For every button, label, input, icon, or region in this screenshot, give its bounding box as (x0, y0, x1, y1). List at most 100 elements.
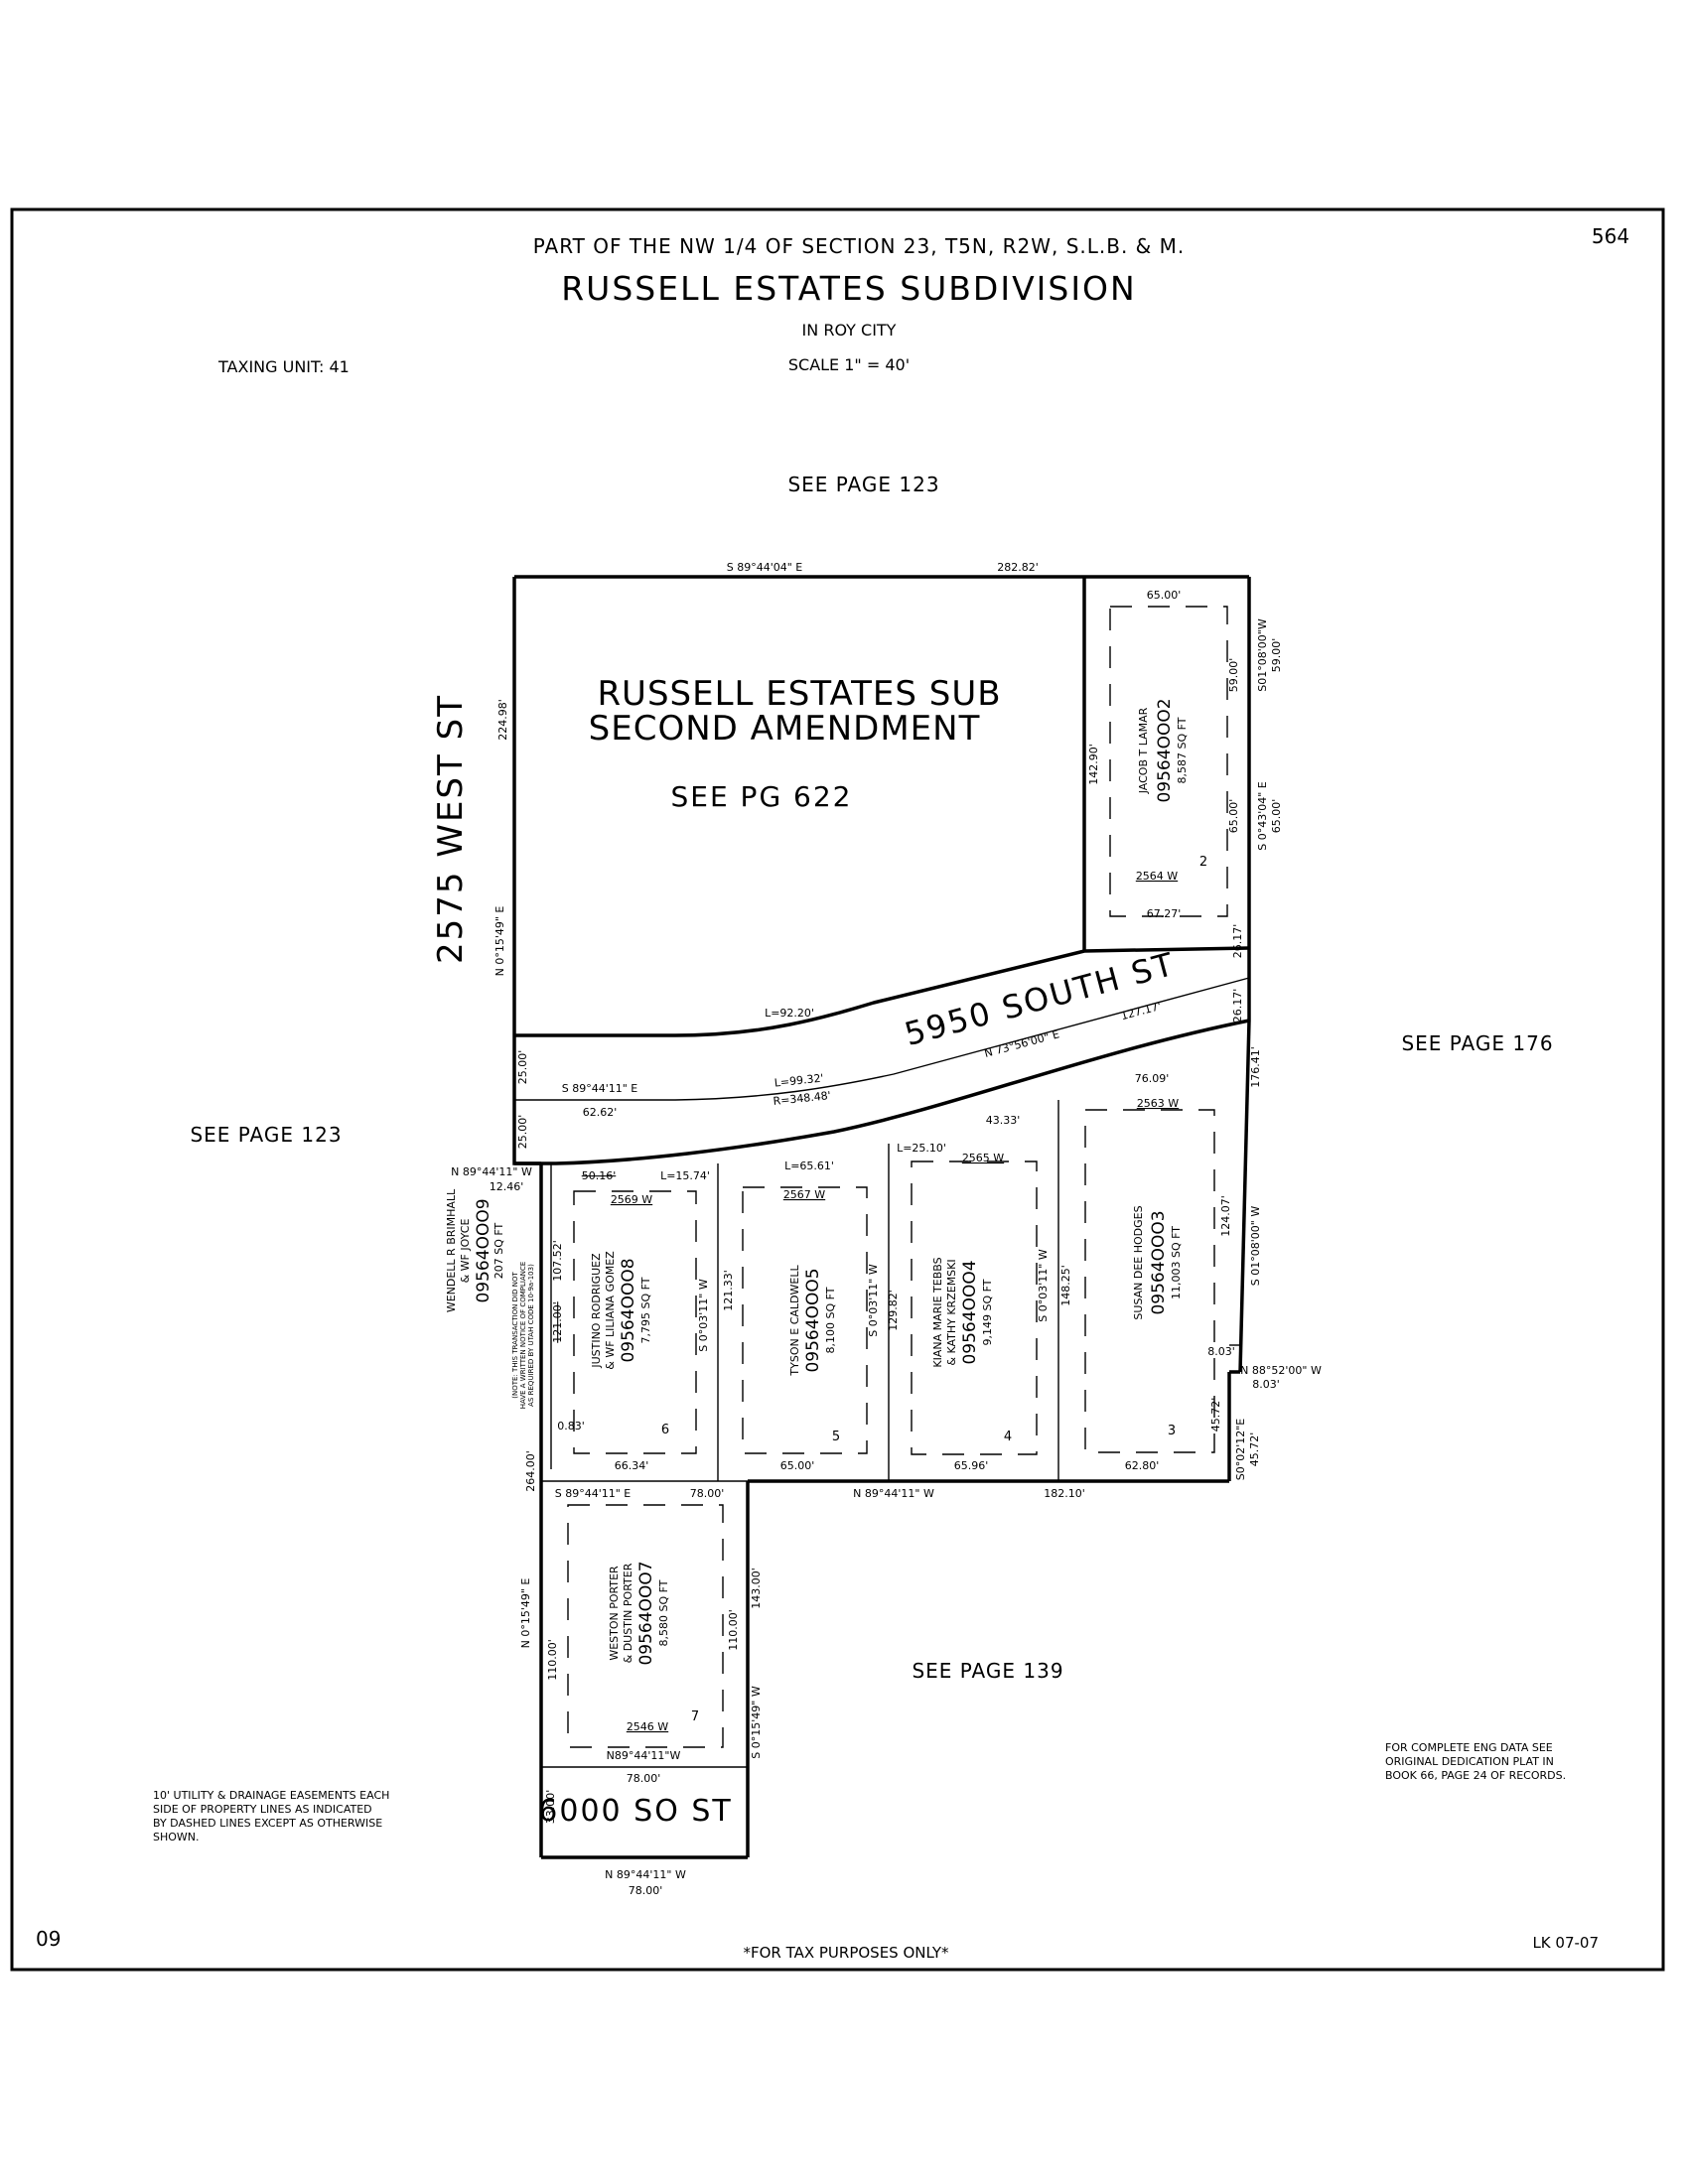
dim-lot3-jog-c: 8.03' (1252, 1378, 1280, 1391)
map-scale: SCALE 1" = 40' (788, 355, 910, 374)
see-page-south: SEE PAGE 139 (912, 1659, 1063, 1683)
dim-west-bearing: N 0°15'49" E (493, 906, 506, 977)
see-page-north: SEE PAGE 123 (787, 473, 939, 496)
lot-2: JACOB T LAMAR 09564OOO2 8,587 SQ FT (1137, 698, 1189, 802)
lot-6: JUSTINO RODRIGUEZ & WF LILIANA GOMEZ 095… (590, 1251, 652, 1370)
dim-lot3-r2: 176.41' (1249, 1046, 1262, 1088)
dim-sliver-bearing: N 89°44'11" W (451, 1165, 532, 1178)
dim-lot2-r1: 59.00' (1227, 658, 1240, 693)
plat-title: RUSSELL ESTATES SUBDIVISION (561, 269, 1136, 308)
map-frame (10, 207, 1665, 1972)
dim-bottom-bearing: N 89°44'11" W (605, 1868, 686, 1881)
dim-lot5-right: S 0°03'11" W (867, 1264, 880, 1337)
lot-6-owner2: & WF LILIANA GOMEZ (604, 1251, 617, 1370)
lot-3-number: 3 (1168, 1424, 1176, 1438)
street-south: 6000 SO ST (538, 1794, 732, 1829)
dim-east-row1: 26.17' (1231, 924, 1244, 959)
dim-south-len: 182.10' (1044, 1487, 1085, 1500)
dim-lot3-r1b: S 01°08'00" W (1249, 1206, 1262, 1287)
lot-3-area: 11,003 SQ FT (1170, 1226, 1183, 1299)
sliver-parcel: WENDELL R BRIMHALL & WF JOYCE 09564OOO9 … (445, 1188, 505, 1312)
dim-lot3-r3c: 45.72' (1248, 1433, 1261, 1467)
eng-note-2: ORIGINAL DEDICATION PLAT IN (1385, 1755, 1554, 1768)
lot-3: SUSAN DEE HODGES 09564OOO3 11,003 SQ FT (1132, 1205, 1183, 1319)
lot-4-number: 4 (1004, 1430, 1012, 1444)
dimension-labels: S 89°44'04" E 282.82' 65.00' 59.00' S01°… (451, 561, 1322, 1897)
dim-top-length: 282.82' (997, 561, 1039, 574)
dim-lot3-r3: 45.72' (1209, 1398, 1222, 1433)
lot-4-area: 9,149 SQ FT (981, 1279, 994, 1345)
dim-lot7-bot-len: 78.00' (627, 1772, 661, 1785)
lot-4-address: 2565 W (962, 1152, 1004, 1164)
dim-row-bearing: N 73°56'00" E (983, 1027, 1061, 1060)
eng-note-1: FOR COMPLETE ENG DATA SEE (1385, 1741, 1553, 1754)
dim-lot3-bot: 62.80' (1125, 1459, 1160, 1472)
lot-2-owner: JACOB T LAMAR (1137, 707, 1150, 794)
lot-3-address: 2563 W (1137, 1097, 1179, 1110)
lot-5-pin: 09564OOO5 (803, 1268, 823, 1372)
dim-cl-len: 62.62' (583, 1106, 618, 1119)
sliver-owner1: WENDELL R BRIMHALL (445, 1188, 458, 1312)
dim-sliver-len: 12.46' (490, 1180, 524, 1193)
dim-lot6-bot: 66.34' (615, 1459, 649, 1472)
dim-lot6-c: 0.83' (557, 1420, 585, 1433)
lot-4-pin: 09564OOO4 (960, 1260, 980, 1364)
dim-cl-bearing: S 89°44'11" E (562, 1082, 638, 1095)
lot-7-pin: 09564OOO7 (636, 1561, 656, 1665)
sliver-owner2: & WF JOYCE (459, 1219, 472, 1284)
dim-lot4-right: S 0°03'11" W (1037, 1249, 1050, 1322)
dim-lot5-top: L=65.61' (784, 1160, 834, 1172)
amendment-line2: SECOND AMENDMENT (589, 709, 981, 749)
dim-top-bearing: S 89°44'04" E (727, 561, 803, 574)
footer-center: *FOR TAX PURPOSES ONLY* (743, 1944, 949, 1962)
sliver-note-2: HAVE A WRITTEN NOTICE OF COMPLIANCE (519, 1262, 527, 1410)
dim-lot4-right-len: 148.25' (1059, 1265, 1072, 1306)
sliver-note-1: (NOTE: THIS TRANSACTION DID NOT (511, 1272, 519, 1399)
dim-lot6-right: S 0°03'11" W (697, 1279, 710, 1352)
dim-east-row2: 26.17' (1231, 989, 1244, 1024)
dim-lot5-right-len: 129.82' (887, 1290, 900, 1331)
dim-lot2-bot: 67.27' (1147, 907, 1182, 920)
lot-3-owner: SUSAN DEE HODGES (1132, 1205, 1145, 1319)
dim-lot6-b: 121.00' (551, 1301, 564, 1343)
lot-2-area: 8,587 SQ FT (1176, 717, 1189, 783)
lot-6-number: 6 (661, 1423, 669, 1437)
dim-lot4-top-a: L=25.10' (897, 1142, 946, 1155)
location-description: PART OF THE NW 1/4 OF SECTION 23, T5N, R… (533, 234, 1186, 258)
lot-5: TYSON E CALDWELL 09564OOO5 8,100 SQ FT (788, 1265, 837, 1377)
lot-5-area: 8,100 SQ FT (824, 1287, 837, 1353)
lot-6-pin: 09564OOO8 (619, 1258, 638, 1362)
dim-lot3-jog: 8.03' (1207, 1345, 1235, 1358)
dim-lot7-w2: 110.00' (546, 1639, 559, 1681)
dim-west-len: 224.98' (496, 699, 509, 741)
lot-6-area: 7,795 SQ FT (639, 1277, 652, 1343)
dim-curve-north: L=92.20' (765, 1007, 814, 1020)
easement-note-3: BY DASHED LINES EXCEPT AS OTHERWISE (153, 1817, 382, 1830)
lot-lines (514, 977, 1250, 1768)
dim-row-len: 127.17' (1119, 1000, 1162, 1023)
dim-lot7-top-bearing: S 89°44'11" E (555, 1487, 632, 1500)
dim-lot5-bot: 65.00' (780, 1459, 815, 1472)
sliver-note-3: AS REQUIRED BY UTAH CODE 10-9a-103) (527, 1264, 535, 1407)
dim-lot2-r2b: S 0°43'04" E (1256, 781, 1269, 851)
dim-lot6-top-a: 50.16' (582, 1169, 617, 1182)
dim-curve-center-r: R=348.48' (773, 1089, 831, 1108)
dim-lot7-w1: 264.00' (524, 1450, 537, 1492)
taxing-unit: TAXING UNIT: 41 (217, 357, 350, 376)
lot-7-owner2: & DUSTIN PORTER (622, 1563, 634, 1663)
lot-3-pin: 09564OOO3 (1149, 1210, 1169, 1314)
lot-2-address: 2564 W (1136, 870, 1178, 883)
easement-lines (567, 606, 1228, 1748)
see-page-west: SEE PAGE 123 (190, 1123, 342, 1147)
dim-lot2-r1b: S01°08'00"W (1256, 618, 1269, 692)
city-name: IN ROY CITY (802, 321, 897, 340)
dim-lot4-top-b: 43.33' (986, 1114, 1021, 1127)
dim-curve-center-l: L=99.32' (774, 1071, 824, 1089)
lot-5-number: 5 (832, 1430, 840, 1444)
dim-lot2-r2: 65.00' (1227, 799, 1240, 834)
dim-lot4-bot: 65.96' (954, 1459, 989, 1472)
dim-lot7-e-bearing: S 0°15'49" W (750, 1686, 763, 1759)
dim-lot7-e1: 143.00' (750, 1568, 763, 1609)
lot-4: KIANA MARIE TEBBS & KATHY KRZEMSKI 09564… (931, 1257, 994, 1367)
dim-lot2-r1c: 59.00' (1270, 638, 1283, 673)
